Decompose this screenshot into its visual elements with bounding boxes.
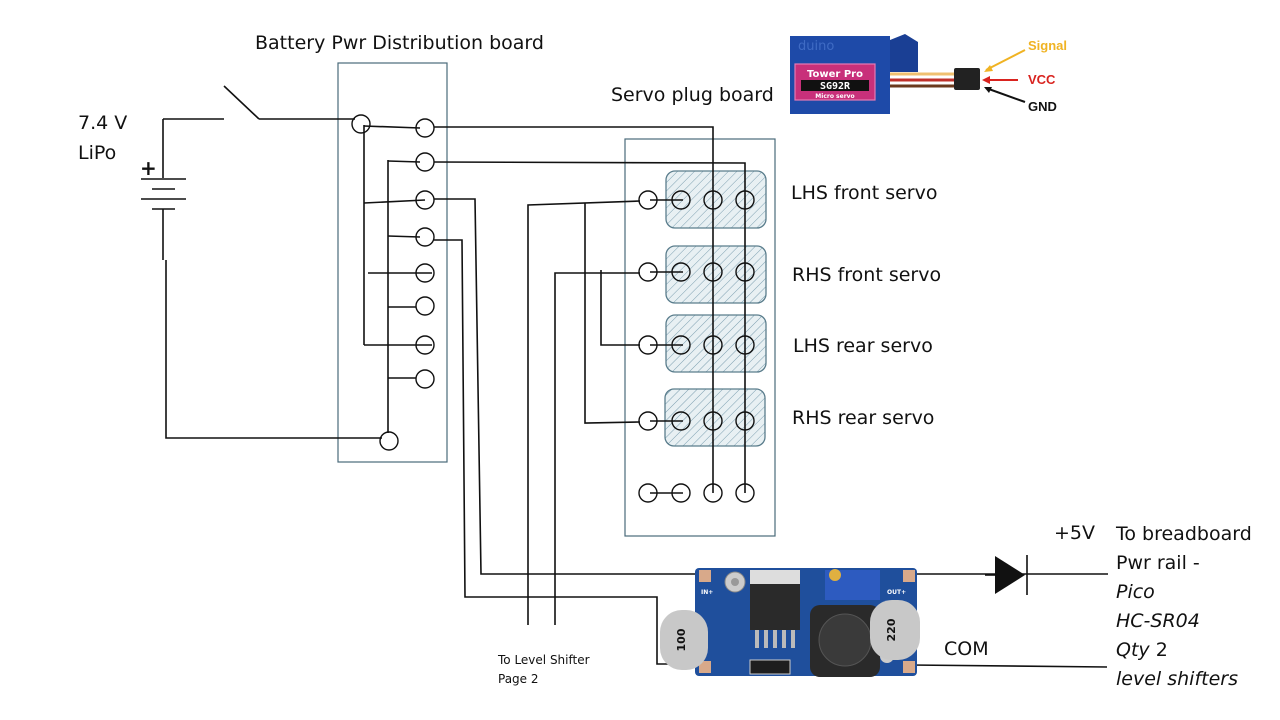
output-line-3: Pico — [1116, 581, 1155, 603]
diode-output — [912, 555, 1108, 595]
servo-pin — [735, 335, 755, 355]
buck-input-wires — [434, 198, 700, 665]
plug-rhs-rear — [664, 388, 766, 447]
output-line-4: HC-SR04 — [1116, 610, 1200, 632]
battery-distribution-board — [337, 62, 448, 463]
battery-type-label: LiPo — [78, 142, 117, 164]
output-destination: To breadboard Pwr rail - Pico HC-SR04 Qt… — [1116, 520, 1252, 694]
buck-converter: 100 220 IN+ OUT+ — [660, 568, 920, 677]
com-label: COM — [944, 638, 989, 660]
servo-pin — [703, 262, 723, 282]
output-capacitor: 220 — [870, 600, 920, 660]
vcc-pin-label: VCC — [1028, 72, 1056, 87]
level-shifter-label-line2: Page 2 — [498, 672, 539, 686]
servo-pin — [703, 483, 723, 503]
servo-photo: duino Tower Pro SG92R Micro servo Signal… — [790, 34, 1067, 114]
servo-pin — [735, 262, 755, 282]
servo-plugs — [664, 170, 767, 447]
servo-model: SG92R — [820, 81, 851, 92]
plus5v-label: +5V — [1054, 522, 1096, 544]
output-line-5: Qty 2 — [1116, 636, 1252, 665]
servo-pin — [735, 411, 755, 431]
servo-signal-wires — [527, 200, 641, 625]
plug-lhs-rear — [665, 314, 767, 373]
servo-pins — [638, 190, 755, 503]
output-line-2: Pwr rail - — [1116, 552, 1200, 574]
servo-pin — [703, 335, 723, 355]
gnd-pin-label: GND — [1028, 99, 1057, 114]
output-line-5-plain: 2 — [1149, 639, 1168, 661]
servo-label-rhs-rear: RHS rear servo — [792, 407, 935, 429]
servo-pin — [735, 190, 755, 210]
cap-in-value: 100 — [675, 628, 688, 651]
servo-pin — [703, 190, 723, 210]
servo-pin — [735, 483, 755, 503]
servo-power-wires — [433, 126, 746, 493]
battery-board-title: Battery Pwr Distribution board — [255, 32, 544, 54]
power-switch[interactable] — [163, 85, 355, 120]
output-line-5-italic: Qty — [1116, 639, 1150, 661]
output-line-1: To breadboard — [1116, 523, 1252, 545]
battery-plus-sign: + — [140, 156, 157, 180]
battery-voltage-label: 7.4 V — [78, 112, 128, 134]
input-capacitor: 100 — [660, 610, 708, 670]
servo-label-rhs-front: RHS front servo — [792, 264, 942, 286]
plug-rhs-front — [665, 245, 767, 304]
com-wire — [909, 664, 1108, 668]
diode-icon — [995, 556, 1025, 594]
servo-watermark: duino — [798, 39, 834, 54]
battery-symbol — [141, 119, 186, 260]
distribution-wiring — [363, 125, 432, 433]
servo-connector — [954, 68, 980, 90]
servo-board-title: Servo plug board — [611, 84, 774, 106]
servo-label-lhs-front: LHS front servo — [791, 182, 938, 204]
servo-subtitle: Micro servo — [815, 93, 854, 100]
battery-negative-wire — [165, 260, 382, 439]
level-shifter-label-line1: To Level Shifter — [498, 653, 590, 667]
output-line-6: level shifters — [1116, 668, 1238, 690]
servo-pin — [703, 411, 723, 431]
signal-pin-label: Signal — [1028, 38, 1067, 53]
servo-label-lhs-rear: LHS rear servo — [793, 335, 933, 357]
servo-brand: Tower Pro — [807, 69, 863, 80]
out-plus-label: OUT+ — [887, 589, 906, 596]
in-plus-label: IN+ — [701, 589, 713, 596]
cap-out-value: 220 — [885, 618, 898, 641]
